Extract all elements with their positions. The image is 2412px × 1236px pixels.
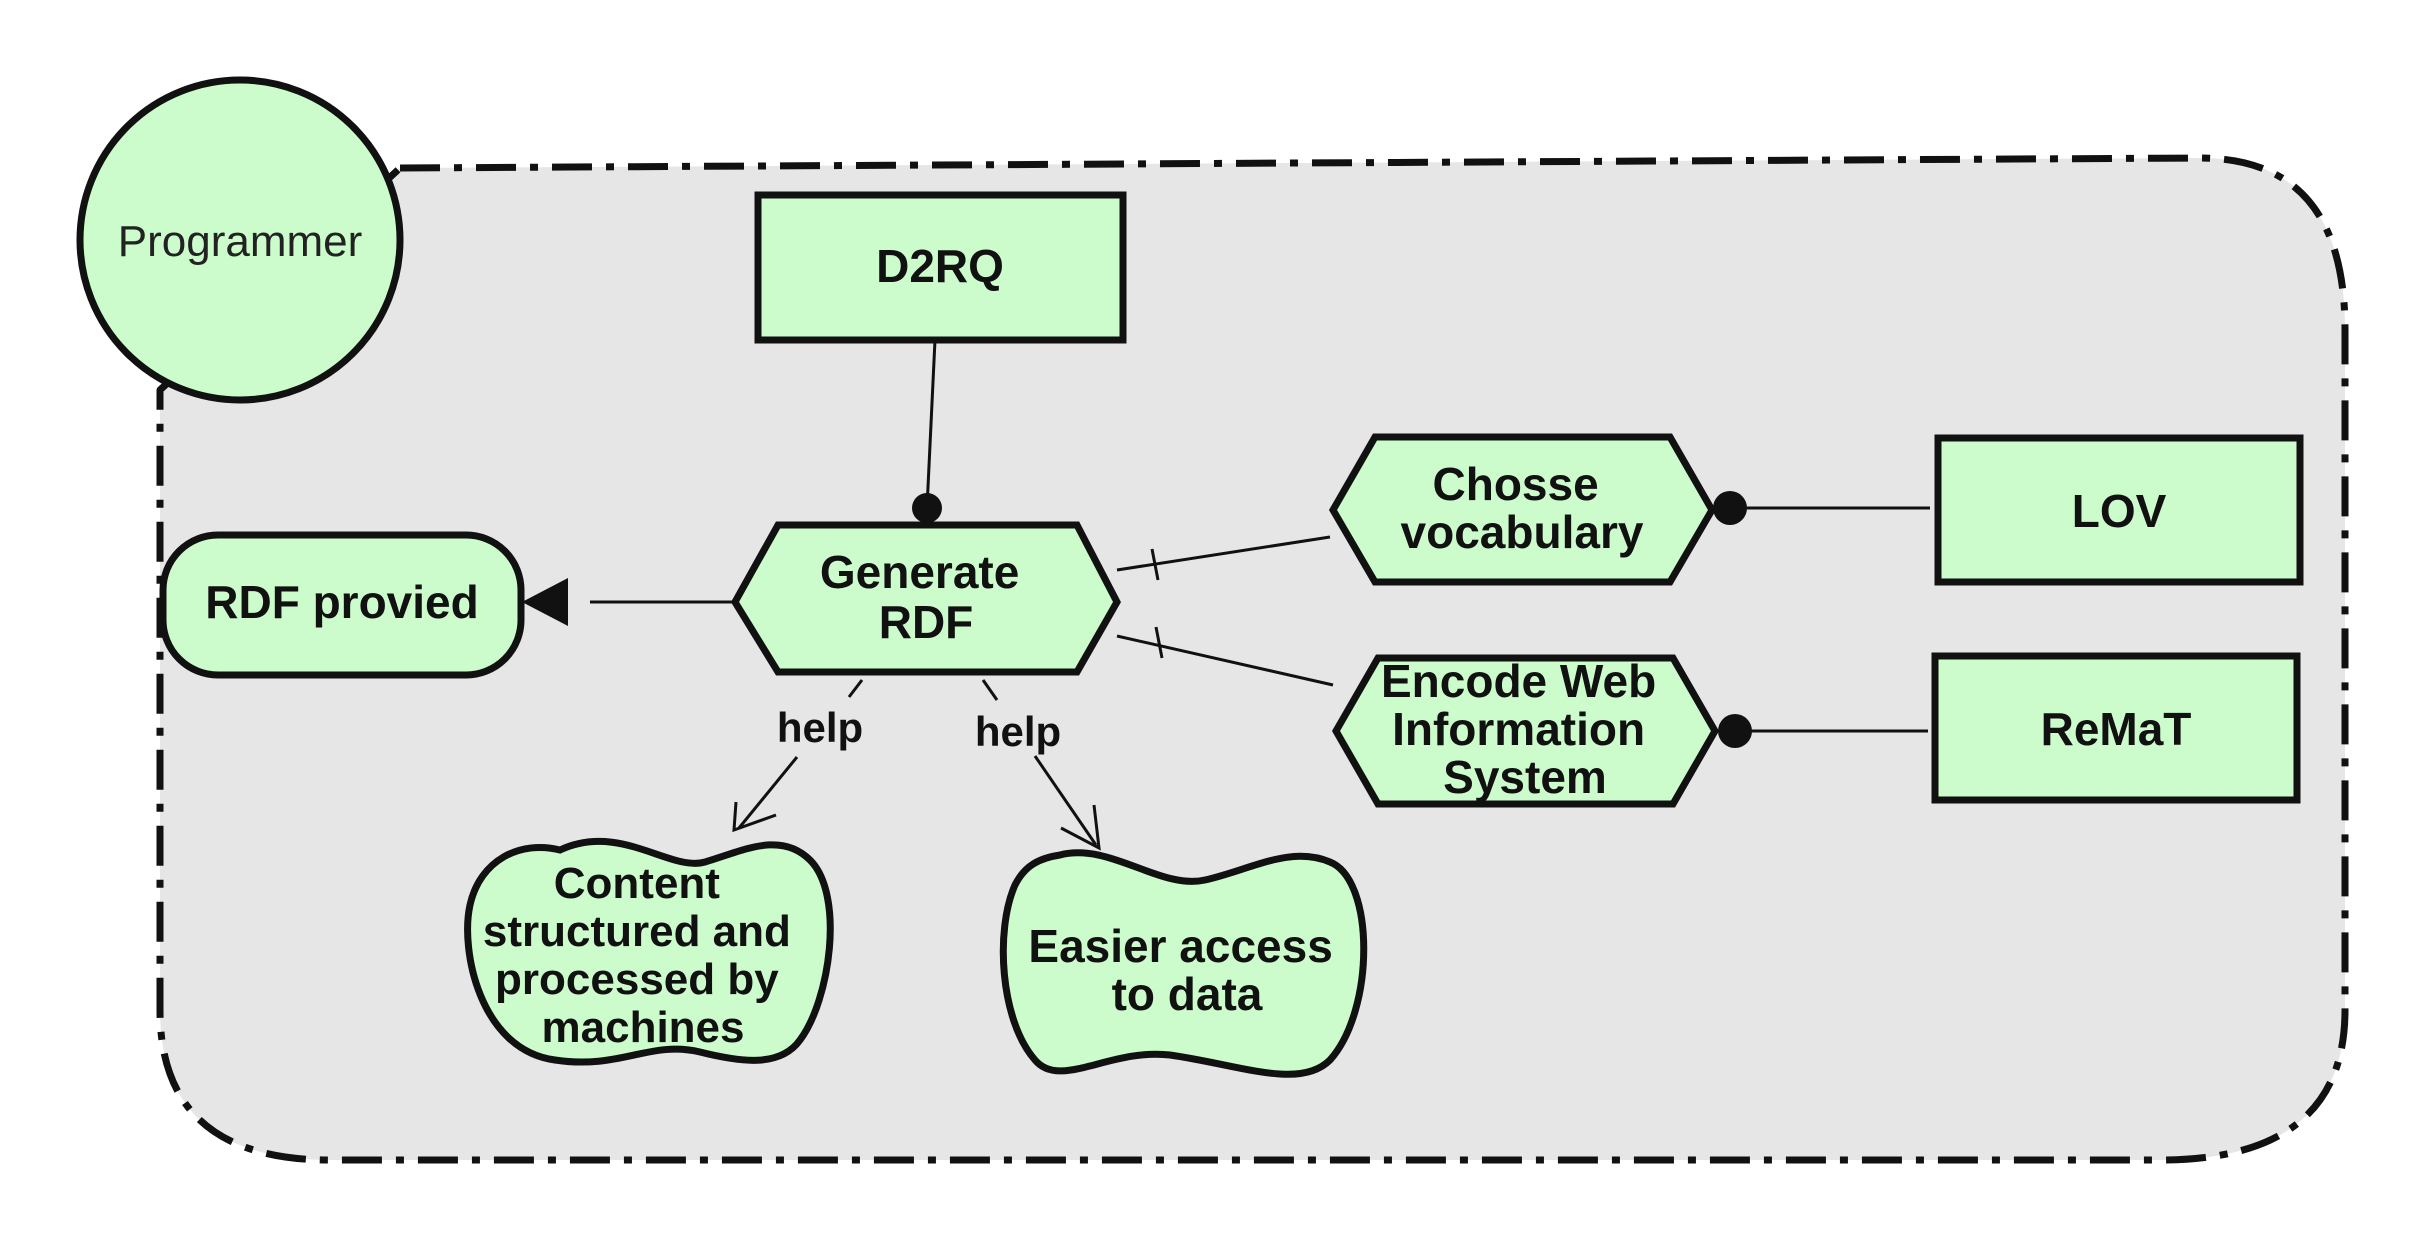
link-generate-choose bbox=[1116, 535, 1331, 572]
task-generate-rdf[interactable]: Generate RDF bbox=[730, 521, 1121, 676]
resource-lov-label: LOV bbox=[2072, 485, 2167, 537]
actor-programmer[interactable]: Programmer bbox=[76, 76, 404, 404]
task-choose-vocabulary[interactable]: Chosse vocabulary bbox=[1328, 433, 1717, 586]
link-lov-dot bbox=[1713, 491, 1747, 525]
help-label-left: help bbox=[777, 704, 863, 751]
resource-d2rq[interactable]: D2RQ bbox=[754, 191, 1127, 344]
softgoal-content-structured[interactable]: Content structured and processed by mach… bbox=[464, 837, 834, 1066]
link-help-left-a bbox=[847, 679, 864, 698]
link-help-left-arrow bbox=[732, 801, 777, 833]
softgoal-content-structured-label: Content structured and processed by mach… bbox=[483, 859, 803, 1052]
softgoal-easier-access-label: Easier access to data bbox=[1028, 920, 1345, 1020]
actor-label: Programmer bbox=[118, 217, 363, 266]
link-d2rq-dot bbox=[912, 493, 942, 523]
resource-lov[interactable]: LOV bbox=[1934, 434, 2304, 586]
link-help-right-b bbox=[1033, 755, 1098, 846]
link-help-right-arrow bbox=[1060, 804, 1101, 851]
link-generate-encode-tick bbox=[1154, 626, 1164, 659]
resource-d2rq-label: D2RQ bbox=[876, 240, 1004, 292]
resource-remat[interactable]: ReMaT bbox=[1931, 652, 2301, 804]
link-generate-encode bbox=[1116, 634, 1334, 687]
task-encode-web[interactable]: Encode Web Information System bbox=[1331, 654, 1720, 808]
goal-rdf-provided-label: RDF provied bbox=[205, 576, 478, 628]
softgoal-easier-access[interactable]: Easier access to data bbox=[999, 849, 1368, 1078]
link-help-left-b bbox=[737, 756, 799, 829]
task-generate-rdf-label: Generate RDF bbox=[820, 546, 1032, 648]
link-rdf-provided-arrowhead bbox=[522, 578, 568, 626]
link-help-right-a bbox=[981, 679, 999, 701]
resource-remat-label: ReMaT bbox=[2041, 703, 2192, 755]
link-d2rq-generate bbox=[925, 339, 937, 509]
help-label-right: help bbox=[975, 708, 1061, 755]
task-encode-web-label: Encode Web Information System bbox=[1381, 655, 1669, 803]
task-choose-vocabulary-label: Chosse vocabulary bbox=[1401, 458, 1644, 558]
link-remat-dot bbox=[1718, 714, 1752, 748]
link-generate-choose-tick bbox=[1150, 548, 1160, 581]
goal-rdf-provided[interactable]: RDF provied bbox=[159, 531, 525, 679]
connectors bbox=[590, 339, 1930, 851]
